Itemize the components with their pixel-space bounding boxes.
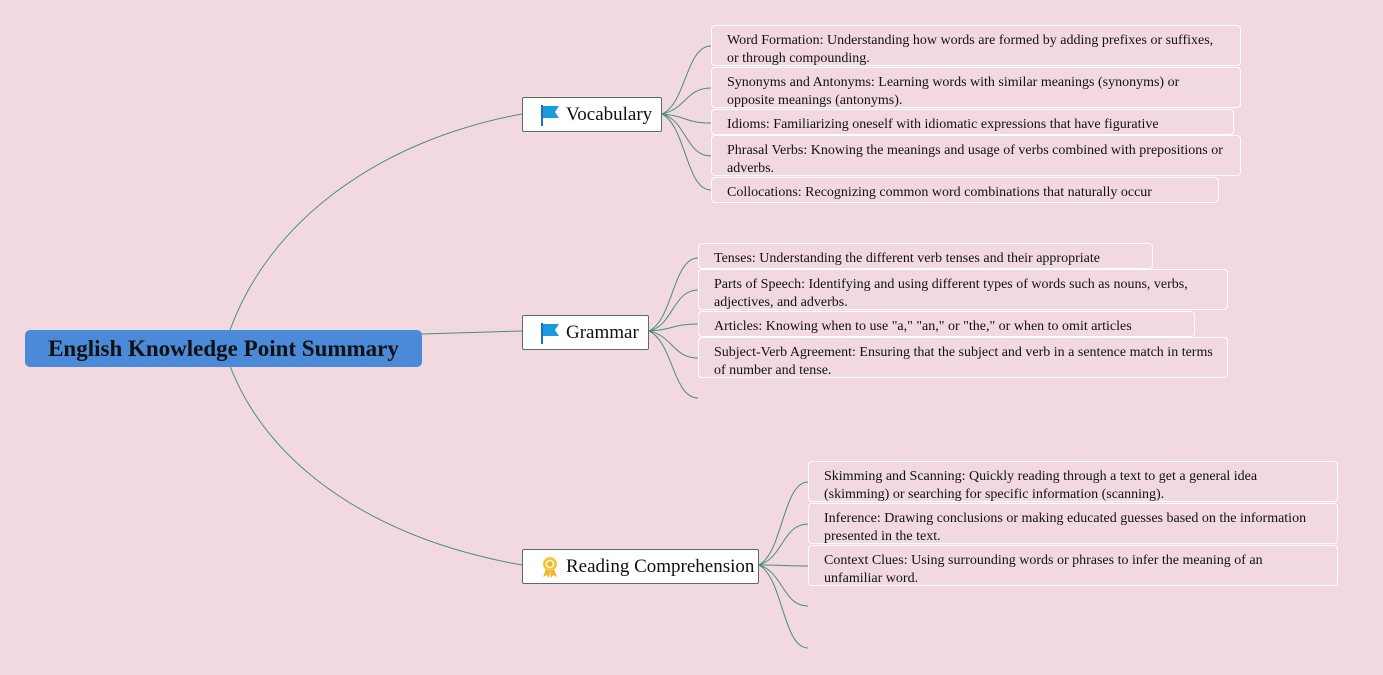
connector-root-reading bbox=[229, 365, 523, 566]
connector-reading-2 bbox=[758, 523, 809, 566]
branch-grammar-label: Grammar bbox=[566, 321, 639, 343]
reading-item-skimming-scanning[interactable]: Skimming and Scanning: Quickly reading t… bbox=[808, 461, 1338, 502]
branch-reading-comprehension-label: Reading Comprehension bbox=[566, 555, 755, 577]
connector-grammar-3 bbox=[648, 323, 699, 332]
branch-vocabulary-label: Vocabulary bbox=[566, 103, 653, 125]
grammar-item-subject-verb-agreement[interactable]: Subject-Verb Agreement: Ensuring that th… bbox=[698, 337, 1228, 378]
connector-vocab-2 bbox=[661, 87, 712, 115]
vocabulary-item-phrasal-verbs[interactable]: Phrasal Verbs: Knowing the meanings and … bbox=[711, 135, 1241, 176]
branch-vocabulary[interactable]: Vocabulary bbox=[522, 97, 662, 132]
vocabulary-item-word-formation[interactable]: Word Formation: Understanding how words … bbox=[711, 25, 1241, 66]
grammar-item-tenses[interactable]: Tenses: Understanding the different verb… bbox=[698, 243, 1153, 269]
connector-grammar-1 bbox=[648, 257, 699, 332]
grammar-item-parts-of-speech[interactable]: Parts of Speech: Identifying and using d… bbox=[698, 269, 1228, 310]
branch-reading-comprehension[interactable]: Reading Comprehension bbox=[522, 549, 759, 584]
vocabulary-item-idioms[interactable]: Idioms: Familiarizing oneself with idiom… bbox=[711, 109, 1234, 135]
connector-root-vocabulary bbox=[229, 113, 523, 331]
award-ribbon-icon bbox=[540, 556, 560, 578]
connector-reading-4 bbox=[758, 564, 809, 607]
connector-reading-3 bbox=[758, 564, 809, 567]
connector-root-grammar bbox=[421, 330, 523, 335]
connector-vocab-4 bbox=[661, 113, 712, 157]
reading-item-inference[interactable]: Inference: Drawing conclusions or making… bbox=[808, 503, 1338, 544]
connector-vocab-3 bbox=[661, 113, 712, 124]
connector-vocab-5 bbox=[661, 113, 712, 191]
vocabulary-item-collocations[interactable]: Collocations: Recognizing common word co… bbox=[711, 177, 1219, 203]
connector-reading-1 bbox=[758, 481, 809, 566]
connector-grammar-5 bbox=[648, 330, 699, 399]
branch-grammar[interactable]: Grammar bbox=[522, 315, 649, 350]
connector-reading-5 bbox=[758, 564, 809, 649]
root-topic-label: English Knowledge Point Summary bbox=[48, 335, 399, 361]
root-topic[interactable]: English Knowledge Point Summary bbox=[25, 330, 422, 367]
vocabulary-item-synonyms-antonyms[interactable]: Synonyms and Antonyms: Learning words wi… bbox=[711, 67, 1241, 108]
blue-flag-icon bbox=[540, 322, 560, 344]
connector-grammar-4 bbox=[648, 330, 699, 359]
connector-vocab-1 bbox=[661, 45, 712, 115]
connector-grammar-2 bbox=[648, 289, 699, 332]
reading-item-context-clues[interactable]: Context Clues: Using surrounding words o… bbox=[808, 545, 1338, 586]
blue-flag-icon bbox=[540, 104, 560, 126]
grammar-item-articles[interactable]: Articles: Knowing when to use "a," "an,"… bbox=[698, 311, 1195, 337]
